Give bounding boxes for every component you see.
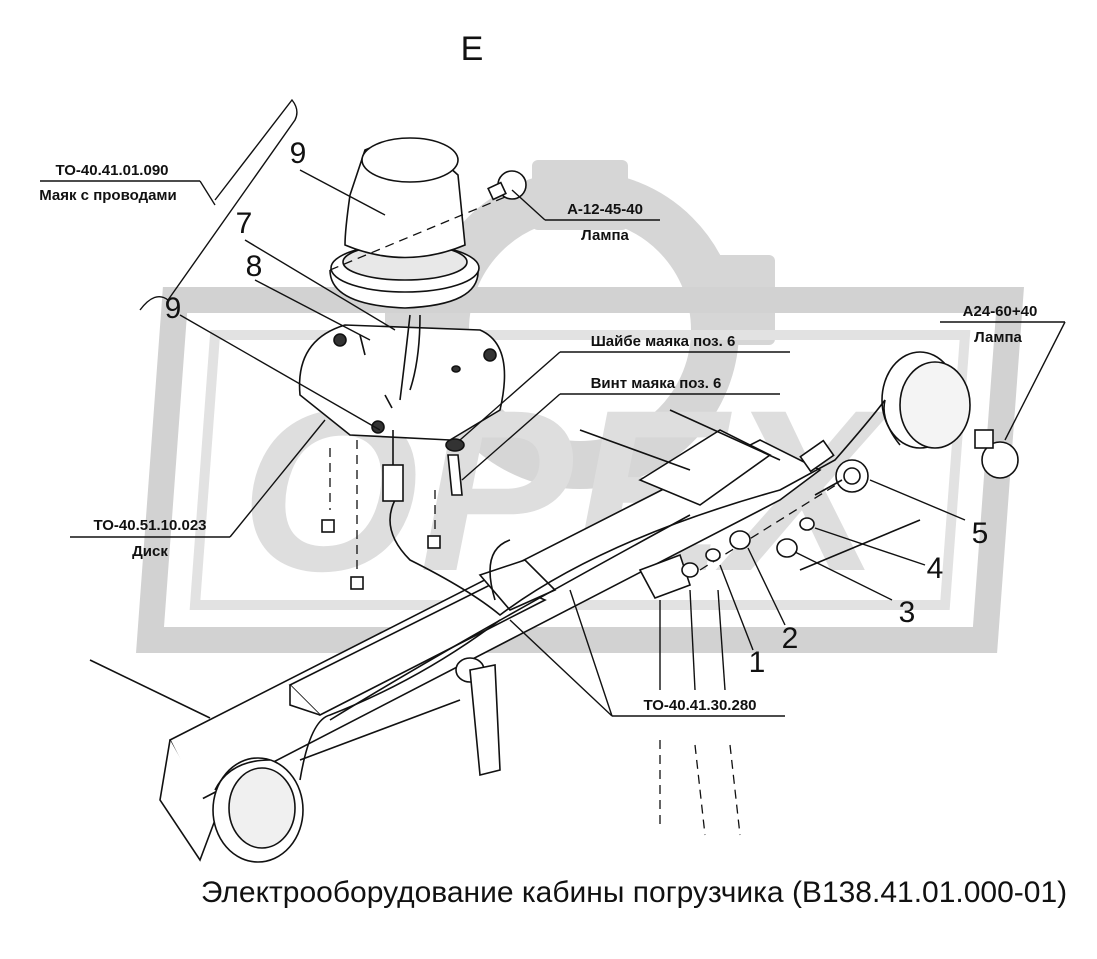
position-7: 7 xyxy=(236,207,253,240)
position-2: 2 xyxy=(782,622,799,655)
nut-2 xyxy=(729,530,751,550)
harness-code-label: ТО-40.41.30.280 xyxy=(643,697,756,714)
assembly-brace xyxy=(139,98,298,311)
beacon-code-label: ТО-40.41.01.090 xyxy=(55,162,168,179)
work-lamp-left xyxy=(212,757,304,863)
work-lamp-right xyxy=(881,351,971,449)
disk xyxy=(298,314,506,590)
drawing-title: Электрооборудование кабины погрузчика (В… xyxy=(201,876,1067,909)
washer-note-label: Шайбе маяка поз. 6 xyxy=(591,333,736,350)
position-5: 5 xyxy=(972,517,989,550)
lever xyxy=(455,657,501,777)
disk-name-label: Диск xyxy=(132,543,168,560)
nut-3 xyxy=(776,538,798,558)
fasteners xyxy=(699,459,869,571)
beacon-name-label: Маяк с проводами xyxy=(39,187,177,204)
bulb-right xyxy=(974,429,1019,479)
cable-harness xyxy=(299,399,886,781)
lamp1-name-label: Лампа xyxy=(581,227,629,244)
washer-1 xyxy=(705,548,721,562)
screw-note-label: Винт маяка поз. 6 xyxy=(591,375,722,392)
position-8: 8 xyxy=(246,250,263,283)
disk-code-label: ТО-40.51.10.023 xyxy=(93,517,206,534)
position-3: 3 xyxy=(899,596,916,629)
position-9-top: 9 xyxy=(290,137,307,170)
section-letter: Е xyxy=(461,30,484,68)
lamp2-name-label: Лампа xyxy=(974,329,1022,346)
position-1: 1 xyxy=(749,646,766,679)
lamp1-code-label: А-12-45-40 xyxy=(567,201,643,218)
beacon xyxy=(329,137,527,309)
lamp2-code-label: А24-60+40 xyxy=(963,303,1038,320)
position-4: 4 xyxy=(927,552,944,585)
leader-lines xyxy=(40,169,1066,836)
position-9-left: 9 xyxy=(165,292,182,325)
washer-4 xyxy=(799,517,815,531)
labels: Е ТО-40.41.01.090 Маяк с проводами А-12-… xyxy=(39,30,1067,909)
bracket xyxy=(638,553,699,599)
